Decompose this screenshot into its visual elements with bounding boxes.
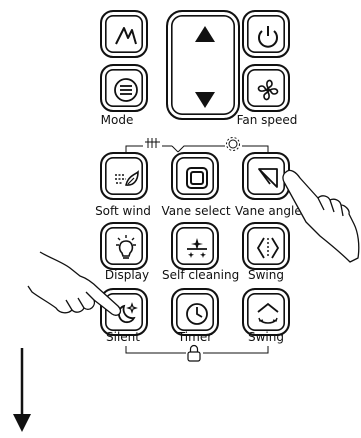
- pointing-hand-icon: [28, 252, 120, 315]
- down-arrow-indicator-icon: [13, 348, 31, 432]
- pointing-hand-icon: [283, 170, 359, 262]
- lock-icon: [188, 346, 200, 362]
